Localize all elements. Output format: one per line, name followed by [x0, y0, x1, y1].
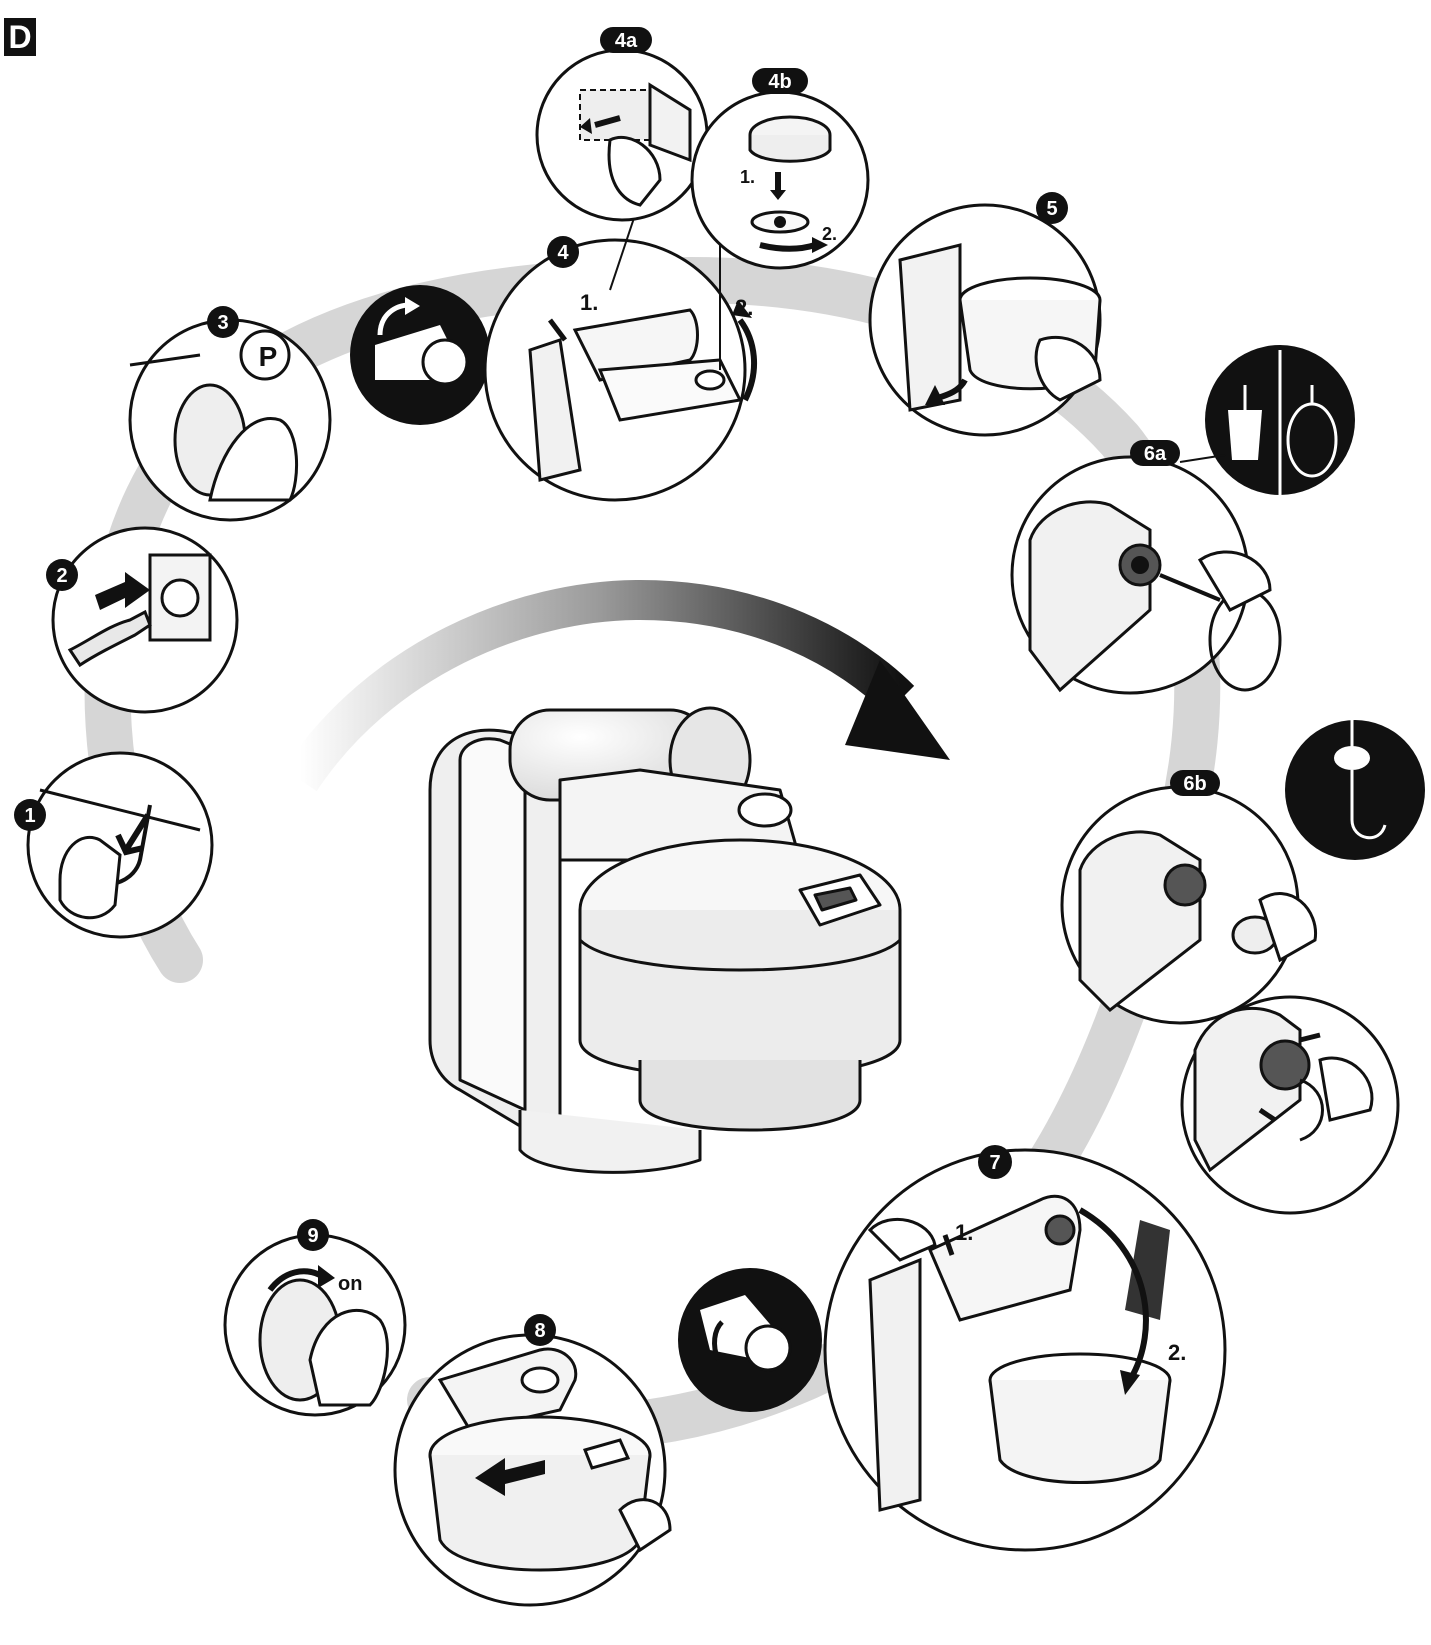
- hand-icon: [58, 836, 122, 920]
- step-1-panel: 1: [14, 751, 214, 939]
- step-6b-panel: 6b: [1060, 770, 1318, 1025]
- step-5-badge: 5: [1046, 198, 1057, 220]
- step-6a-panel: 6a: [1010, 440, 1282, 695]
- lower-arm-arrow-icon: [1078, 1207, 1149, 1382]
- hand-icon: [308, 1309, 389, 1407]
- hand-icon: [1197, 550, 1272, 612]
- step-4b-badge: 4b: [768, 71, 791, 93]
- step-4-sub-1: 1.: [580, 290, 598, 315]
- hand-icon: [1034, 335, 1102, 402]
- rotation-arrow-icon: [283, 579, 950, 792]
- step-6a-badge: 6a: [1144, 443, 1167, 465]
- press-arrow-icon: [942, 1234, 955, 1256]
- kneading-hook-icon: [1285, 720, 1425, 860]
- step-7-panel: 1. 2. 7: [823, 1145, 1227, 1552]
- step-3-badge: 3: [217, 312, 228, 334]
- lock-arm-down-icon: [678, 1268, 822, 1412]
- step-4b-panel: 1. 2. 4b: [690, 68, 870, 270]
- whisk-beater-icon: [1179, 345, 1355, 495]
- lift-arrow-icon: [737, 318, 758, 402]
- cable-slot-arrow-icon: [115, 813, 151, 856]
- hand-icon: [607, 135, 662, 207]
- section-letter: D: [8, 19, 32, 55]
- step-4-sub-2: 2.: [735, 295, 753, 320]
- step-1-badge: 1: [24, 805, 35, 827]
- step-2-panel: 2: [46, 526, 239, 714]
- step-8-badge: 8: [534, 1320, 545, 1342]
- step-6b-badge: 6b: [1183, 773, 1206, 795]
- twist-arrow-icon: [1299, 1032, 1321, 1043]
- slide-arrow-icon: [594, 115, 621, 128]
- step-4-badge: 4: [557, 242, 569, 264]
- step-4b-sub-1: 1.: [740, 167, 755, 187]
- step-6b-lock-panel: [1180, 995, 1400, 1215]
- section-letter-badge: D: [4, 18, 36, 56]
- hand-icon: [618, 1498, 672, 1553]
- step-3-symbol: P: [259, 341, 278, 372]
- stand-mixer-illustration: [428, 706, 902, 1174]
- step-9-panel: on 9: [223, 1219, 407, 1417]
- hand-icon: [208, 417, 299, 502]
- slide-lid-arrow-icon: [475, 1458, 545, 1496]
- step-9-switch-text: on: [338, 1273, 362, 1295]
- plug-icon: [67, 609, 152, 668]
- step-4-panel: 1. 2. 4: [483, 199, 758, 502]
- step-4a-panel: 4a: [535, 27, 709, 222]
- press-arrow-icon: [548, 318, 567, 342]
- step-7-sub-1: 1.: [955, 1220, 973, 1245]
- hand-icon: [1258, 892, 1318, 963]
- step-4a-badge: 4a: [615, 30, 638, 52]
- step-4b-sub-2: 2.: [822, 224, 837, 244]
- whisk-icon: [1286, 402, 1338, 478]
- rotate-switch-arrow-icon: [267, 1268, 322, 1292]
- step-7-badge: 7: [989, 1152, 1000, 1174]
- step-8-panel: 8: [393, 1314, 672, 1607]
- park-position-icon: [239, 329, 291, 381]
- step-5-panel: 5: [868, 192, 1102, 437]
- step-3-panel: P 3: [128, 306, 332, 522]
- step-7-sub-2: 2.: [1168, 1340, 1186, 1365]
- hand-icon: [867, 1217, 937, 1262]
- beater-icon: [1228, 410, 1262, 460]
- step-9-badge: 9: [307, 1225, 318, 1247]
- lock-arm-up-icon: [350, 285, 490, 425]
- insert-arrow-icon: [95, 572, 150, 610]
- step-2-badge: 2: [56, 565, 67, 587]
- hand-icon: [1318, 1056, 1374, 1122]
